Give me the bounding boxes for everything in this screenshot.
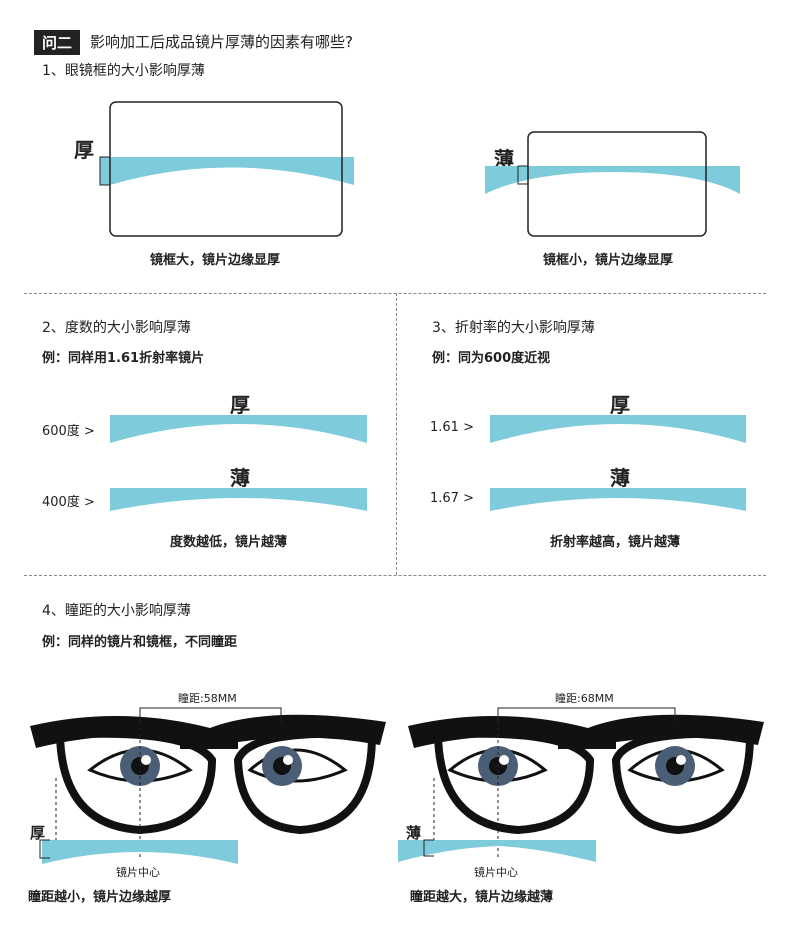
question-title: 影响加工后成品镜片厚薄的因素有哪些? (90, 33, 353, 51)
section3-example: 例：同为600度近视 (432, 351, 551, 366)
section1-thick-label: 厚 (74, 138, 94, 162)
big-frame (109, 101, 343, 237)
section3-title: 3、折射率的大小影响厚薄 (432, 320, 595, 336)
lens-161 (490, 415, 746, 443)
section1-thin-label: 薄 (494, 147, 514, 171)
thin-bracket (517, 165, 528, 185)
section3-row2-label: 1.67 > (430, 491, 474, 506)
section4-example: 例：同样的镜片和镜框，不同瞳距 (42, 635, 238, 650)
right-lens-center: 镜片中心 (474, 866, 518, 879)
section3-row1-label: 1.61 > (430, 420, 474, 435)
section1-title: 1、眼镜框的大小影响厚薄 (42, 63, 205, 79)
lens-600 (110, 415, 367, 443)
section3-thick-label: 厚 (610, 393, 630, 417)
glasses-right (398, 707, 764, 862)
section2-thin-label: 薄 (230, 466, 250, 490)
big-frame-lens (100, 157, 354, 185)
section2-title: 2、度数的大小影响厚薄 (42, 320, 191, 336)
left-lens-center: 镜片中心 (116, 866, 160, 879)
right-thin-label: 薄 (406, 824, 422, 842)
left-thick-label: 厚 (30, 824, 46, 842)
thick-bracket (99, 156, 110, 186)
section4-title: 4、瞳距的大小影响厚薄 (42, 603, 191, 619)
small-frame-lens (485, 166, 740, 194)
right-pd-label: 瞳距:68MM (555, 692, 614, 705)
divider-vertical (396, 293, 397, 575)
section3-caption: 折射率越高，镜片越薄 (550, 535, 681, 550)
lens-400 (110, 488, 367, 511)
section4-left-caption: 瞳距越小，镜片边缘越厚 (28, 890, 172, 905)
divider-2 (24, 575, 766, 576)
section2-row2-label: 400度 > (42, 495, 95, 510)
section4-right-caption: 瞳距越大，镜片边缘越薄 (410, 890, 554, 905)
section2-caption: 度数越低，镜片越薄 (170, 535, 288, 550)
section2-example: 例：同样用1.61折射率镜片 (42, 351, 205, 366)
section1-left-caption: 镜框大，镜片边缘显厚 (150, 253, 281, 268)
lens-167 (490, 488, 746, 511)
section3-thin-label: 薄 (610, 466, 630, 490)
left-pd-label: 瞳距:58MM (178, 692, 237, 705)
section2-thick-label: 厚 (230, 393, 250, 417)
small-frame (527, 131, 707, 237)
divider-1 (24, 293, 766, 294)
glasses-left (30, 707, 386, 864)
section2-row1-label: 600度 > (42, 424, 95, 439)
section1-right-caption: 镜框小，镜片边缘显厚 (543, 253, 674, 268)
question-tag: 问二 (34, 30, 81, 55)
